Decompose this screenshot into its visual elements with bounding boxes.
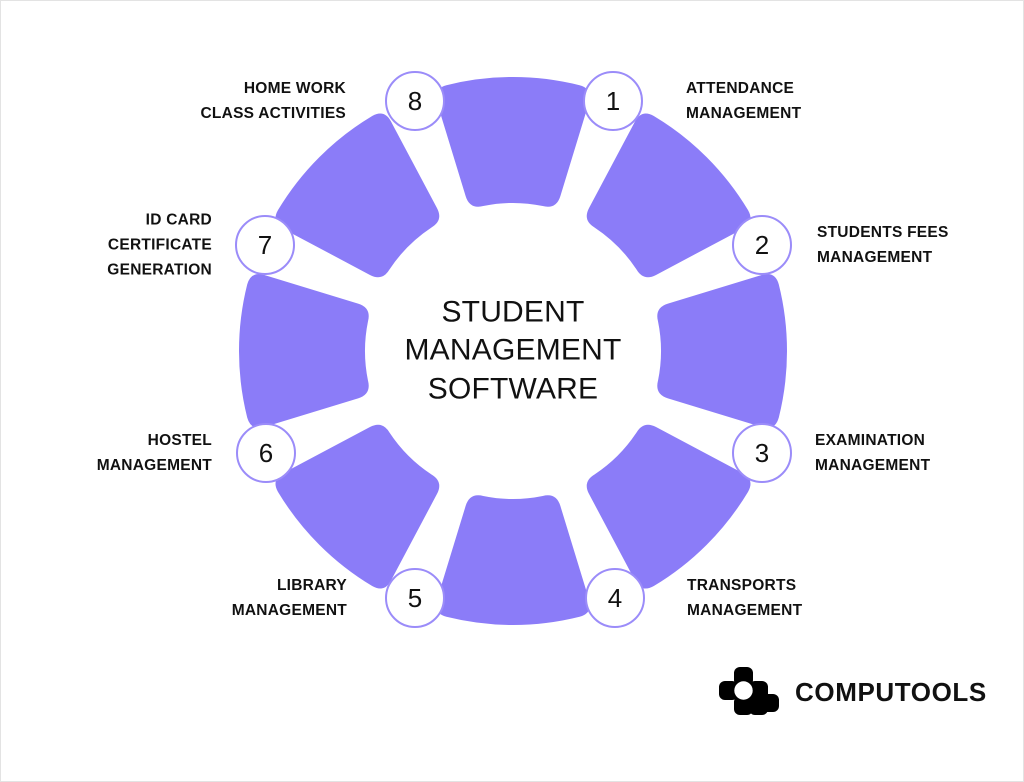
segment-number-badge-1[interactable]: 1 xyxy=(583,71,643,131)
donut-segment-5[interactable] xyxy=(436,495,590,626)
segment-number-badge-4[interactable]: 4 xyxy=(585,568,645,628)
segment-number-badge-2[interactable]: 2 xyxy=(732,215,792,275)
segment-number-badge-5[interactable]: 5 xyxy=(385,568,445,628)
segment-label-6: HOSTEL MANAGEMENT xyxy=(96,431,212,474)
donut-segment-4[interactable] xyxy=(586,424,751,589)
segment-number-badge-7[interactable]: 7 xyxy=(235,215,295,275)
segment-label-8: HOME WORK CLASS ACTIVITIES xyxy=(200,79,346,122)
segment-label-2: STUDENTS FEES MANAGEMENT xyxy=(817,223,949,266)
donut-segment-group xyxy=(238,76,788,626)
segment-number-badge-8[interactable]: 8 xyxy=(385,71,445,131)
segment-number-badge-6[interactable]: 6 xyxy=(236,423,296,483)
segment-label-3: EXAMINATION MANAGEMENT xyxy=(815,431,931,474)
donut-segment-6[interactable] xyxy=(275,424,440,589)
segment-label-4: TRANSPORTS MANAGEMENT xyxy=(687,576,803,619)
computools-logo-icon xyxy=(719,667,779,715)
donut-segment-2[interactable] xyxy=(586,113,751,278)
donut-segment-1[interactable] xyxy=(436,76,590,207)
segment-number-badge-3[interactable]: 3 xyxy=(732,423,792,483)
brand-name: COMPUTOOLS xyxy=(795,677,987,707)
segment-label-1: ATTENDANCE MANAGEMENT xyxy=(686,79,802,122)
donut-segment-3[interactable] xyxy=(657,274,788,428)
segment-label-7: ID CARD CERTIFICATE GENERATION xyxy=(107,211,212,279)
brand-lockup: COMPUTOOLS xyxy=(719,663,987,721)
segment-label-5: LIBRARY MANAGEMENT xyxy=(231,576,347,619)
donut-segment-7[interactable] xyxy=(238,274,369,428)
donut-segment-8[interactable] xyxy=(275,113,440,278)
